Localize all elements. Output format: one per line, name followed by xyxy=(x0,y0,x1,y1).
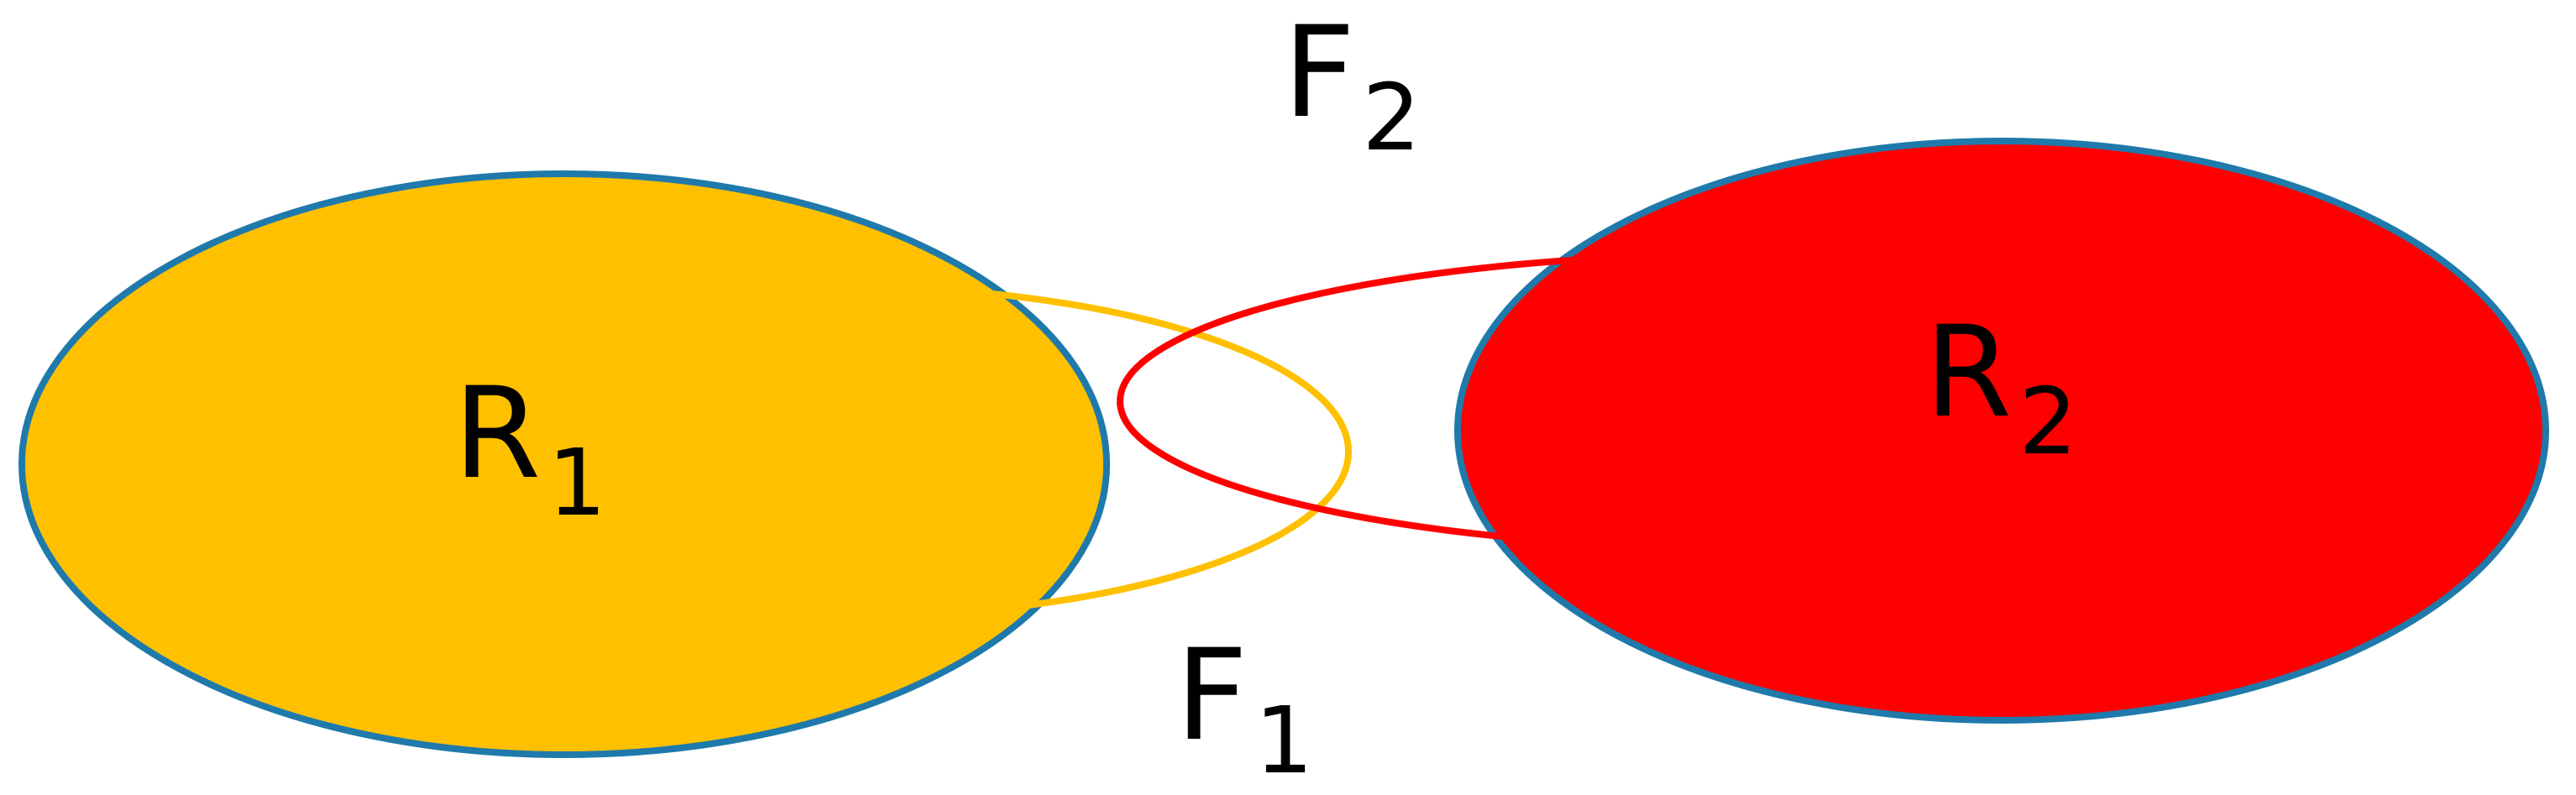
label-f1-base: F xyxy=(1175,623,1248,769)
field-f1-ellipse xyxy=(327,283,1352,620)
field-f2-ellipse xyxy=(1117,251,2376,552)
region-r1-ellipse xyxy=(18,170,1110,758)
region-r2-ellipse xyxy=(1454,138,2549,724)
label-f2-base: F xyxy=(1283,0,1355,146)
label-f2: F2 xyxy=(1283,0,1421,171)
label-r1-base: R xyxy=(453,361,541,507)
label-f2-subscript: 2 xyxy=(1362,64,1421,171)
label-f1-subscript: 1 xyxy=(1254,687,1313,794)
label-r1-subscript: 1 xyxy=(547,429,606,536)
label-r2-base: R xyxy=(1924,300,2012,446)
label-r2-subscript: 2 xyxy=(2018,368,2077,475)
label-f1: F1 xyxy=(1175,623,1313,794)
label-r1: R1 xyxy=(453,361,606,536)
label-r2: R2 xyxy=(1924,300,2077,475)
